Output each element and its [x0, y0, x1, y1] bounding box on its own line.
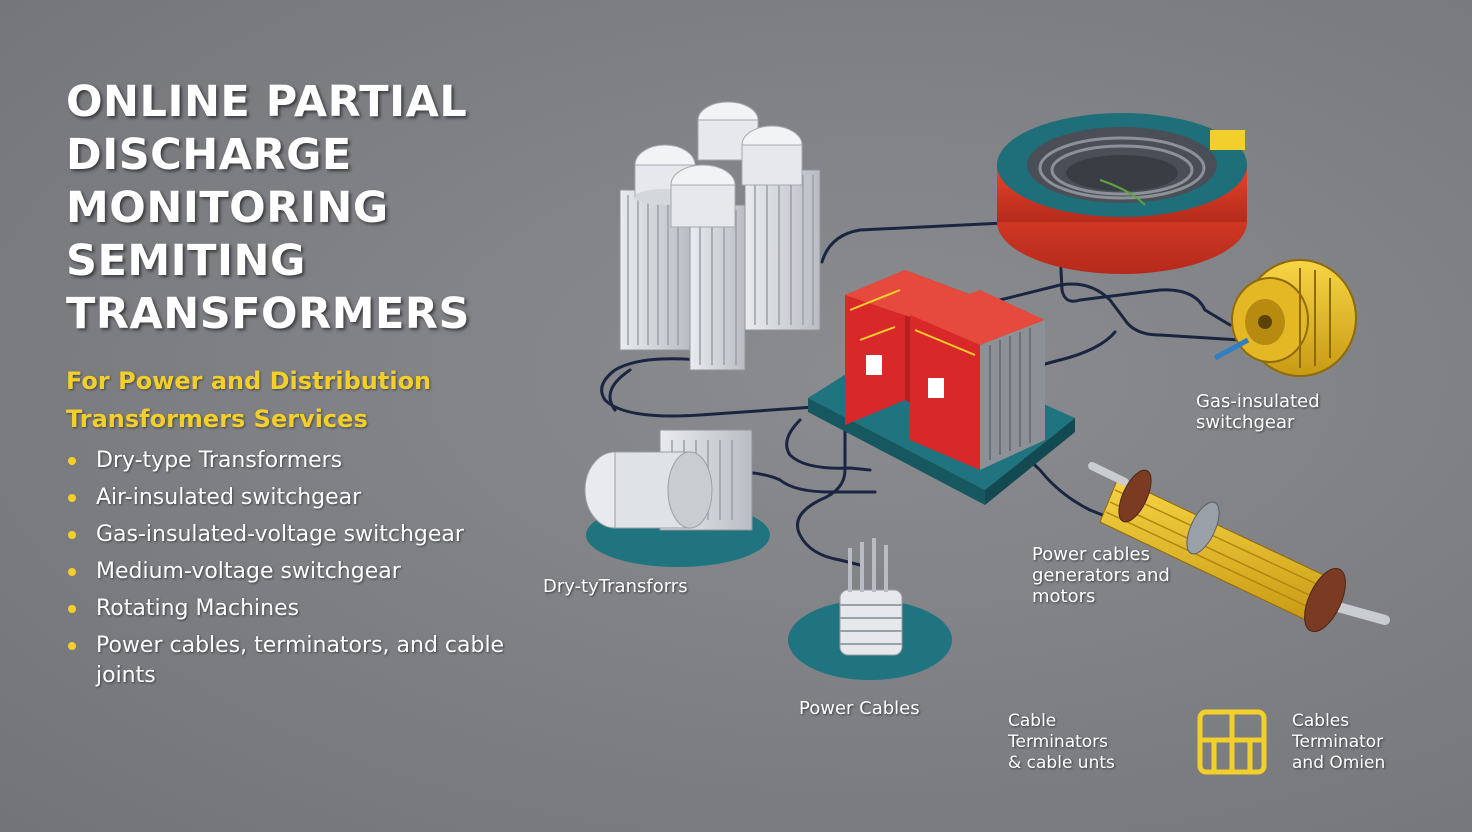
page-title: ONLINE PARTIAL DISCHARGE MONITORING SEMI…	[66, 76, 526, 341]
bullet-icon	[68, 531, 76, 539]
dry-type-transformer-icon	[584, 429, 770, 567]
subtitle: For Power and Distribution Transformers …	[66, 362, 506, 438]
label-gas-insulated: Gas-insulated switchgear	[1196, 391, 1320, 433]
partial-discharge-sensor-icon	[1197, 709, 1267, 775]
label-power-cables: Power Cables	[799, 698, 920, 719]
label-cables-terminator: Cables Terminator and Omien	[1292, 711, 1386, 773]
list-item: Power cables, terminators, and cable joi…	[66, 631, 536, 691]
label-dry-type: Dry-tyTransforrs	[543, 576, 688, 597]
list-item: Gas-insulated-voltage switchgear	[66, 520, 536, 550]
bullet-icon	[68, 568, 76, 576]
list-item: Dry-type Transformers	[66, 446, 536, 476]
subtitle-line-2: Transformers Services	[66, 405, 368, 433]
title-line-3: MONITORING	[66, 183, 389, 233]
bullet-icon	[68, 605, 76, 613]
motor-generator-icon	[1213, 259, 1357, 377]
label-cable-terminators: Cable Terminators & cable unts	[1008, 711, 1115, 773]
bullet-icon	[68, 494, 76, 502]
title-line-2: DISCHARGE	[66, 130, 352, 180]
list-item: Air-insulated switchgear	[66, 483, 536, 513]
subtitle-line-1: For Power and Distribution	[66, 367, 432, 395]
cable-terminator-icon	[788, 538, 952, 680]
service-list: Dry-type Transformers Air-insulated swit…	[66, 446, 536, 698]
list-item: Rotating Machines	[66, 594, 536, 624]
bullet-icon	[68, 457, 76, 465]
cast-resin-transformer-icon	[619, 101, 821, 371]
label-power-cables-generators: Power cables generators and motors	[1032, 544, 1170, 607]
bullet-icon	[68, 642, 76, 650]
title-line-4: SEMITING	[66, 236, 306, 286]
title-line-1: ONLINE PARTIAL	[66, 77, 468, 127]
list-item: Medium-voltage switchgear	[66, 557, 536, 587]
current-transformer-ring-icon	[997, 113, 1247, 274]
switchgear-cabinet-icon	[808, 270, 1075, 505]
power-cable-icon	[1088, 462, 1390, 633]
title-line-5: TRANSFORMERS	[66, 289, 470, 339]
